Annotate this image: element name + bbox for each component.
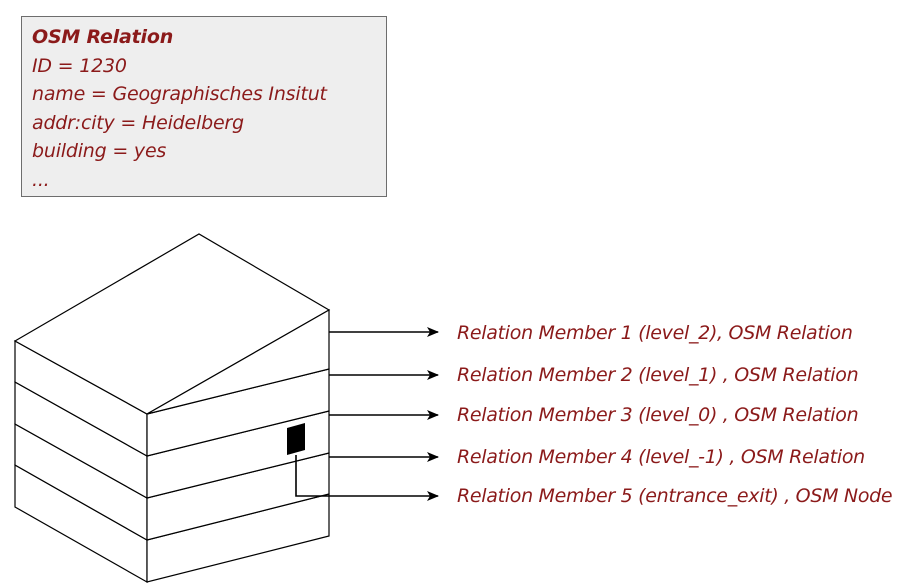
floor-level-2: [13, 233, 331, 458]
member-1-label: Relation Member 1 (level_2), OSM Relatio…: [457, 322, 853, 344]
tag-name: name = Geographisches Insitut: [32, 83, 327, 105]
relation-tags-box: OSM Relation ID = 1230 name = Geographis…: [21, 16, 387, 197]
member-3-label: Relation Member 3 (level_0) , OSM Relati…: [457, 404, 859, 426]
tag-addr-city: addr:city = Heidelberg: [32, 111, 244, 134]
entrance-door: [287, 423, 305, 455]
relation-title: OSM Relation: [32, 26, 174, 48]
floor-level-2-side-upper: [146, 308, 330, 415]
tag-ellipsis: ...: [32, 168, 50, 191]
member-4-label: Relation Member 4 (level_-1) , OSM Relat…: [457, 446, 865, 468]
tag-building: building = yes: [32, 140, 167, 162]
tag-id: ID = 1230: [32, 54, 127, 77]
member-5-label: Relation Member 5 (entrance_exit) , OSM …: [457, 485, 893, 507]
entrance-connector: [295, 455, 439, 501]
member-2-label: Relation Member 2 (level_1) , OSM Relati…: [457, 364, 859, 386]
